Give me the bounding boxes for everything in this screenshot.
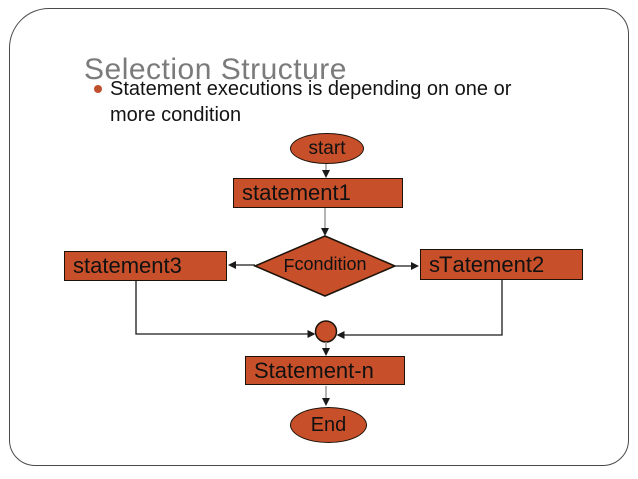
arrowhead-condition-to-statement3 xyxy=(228,261,236,269)
decision-diamond-shape xyxy=(253,235,397,297)
flow-node-statement3-label: statement3 xyxy=(73,253,182,278)
condition-false-branch-label: F xyxy=(283,256,295,276)
arrowhead-junction-to-statement-n xyxy=(322,348,330,356)
connector-statement2-to-junction xyxy=(343,280,503,336)
flow-node-statement-n: Statement-n xyxy=(245,356,405,385)
flow-node-start: start xyxy=(290,133,364,164)
arrowhead-start-to-statement1 xyxy=(322,170,330,178)
arrowhead-statement2-to-junction xyxy=(336,331,345,339)
bullet-dot-icon xyxy=(94,85,102,93)
flow-node-condition-label: Fcondition xyxy=(257,254,393,276)
bullet-text-line2: more condition xyxy=(110,104,242,126)
slide-border-frame xyxy=(9,8,629,466)
arrowhead-condition-to-statement2 xyxy=(411,262,419,270)
page-title: Selection Structure xyxy=(84,53,347,87)
bullet-text: Statement executions is depending on one… xyxy=(110,76,610,128)
condition-label: condition xyxy=(294,254,367,274)
condition-true-branch-label: T xyxy=(439,251,453,277)
flow-node-start-label: start xyxy=(308,137,346,159)
connector-statement3-to-junction xyxy=(135,281,309,335)
flow-node-statement1: statement1 xyxy=(233,178,403,208)
flow-node-end: End xyxy=(290,407,367,443)
flow-node-end-label: End xyxy=(310,413,347,436)
arrowhead-statement-n-to-end xyxy=(322,398,330,406)
flow-node-statement3: statement3 xyxy=(64,251,227,281)
arrowhead-statement1-to-condition xyxy=(321,228,329,236)
flow-node-statement2-prefix: s xyxy=(429,251,440,277)
flow-node-statement-n-label: Statement-n xyxy=(254,357,374,383)
junction-circle xyxy=(314,320,338,343)
flow-node-statement1-label: statement1 xyxy=(242,180,351,205)
bullet-text-line1: Statement executions is depending on one… xyxy=(110,78,512,100)
arrowhead-statement3-to-junction xyxy=(307,330,316,338)
flow-node-statement2-suffix: atement2 xyxy=(452,251,545,277)
